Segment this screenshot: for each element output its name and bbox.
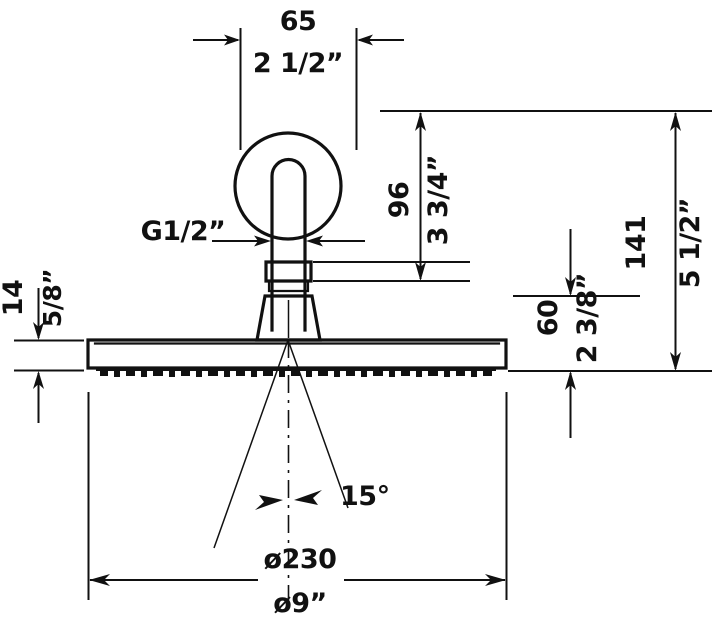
arrow-head-diameter-right: [485, 574, 506, 586]
dimension-head-diameter: ø230 ø9”: [87, 392, 508, 619]
dim-label-arm-drop-imperial: 3 3/4”: [423, 155, 454, 245]
spray-ray-left: [213, 339, 289, 549]
shower-arm-bend: [270, 157, 307, 332]
label-text-thread: G1/2”: [141, 216, 226, 247]
label-text-spray-angle: 15°: [340, 481, 390, 512]
arrow-head-angle-right: [294, 490, 322, 505]
dimension-wall-offset: 65 2 1/2”: [193, 6, 404, 150]
coupling-washer: [267, 279, 310, 293]
arrow-head-thread-right: [306, 235, 323, 247]
arrow-head-wall-left: [224, 34, 240, 46]
arrow-head-thickness-bottom: [33, 371, 44, 389]
arrow-head-angle-left: [255, 495, 283, 510]
dim-label-head-height-metric: 60: [533, 300, 564, 337]
spray-ray-right: [287, 339, 349, 509]
arrow-head-thickness-top: [33, 322, 44, 340]
dim-label-wall-offset-imperial: 2 1/2”: [253, 48, 343, 79]
spray-angle-indicator: 15°: [213, 339, 390, 600]
arrow-head-total-bottom: [670, 352, 681, 371]
dimension-head-height: 60 2 3/8”: [508, 229, 712, 438]
dim-label-diameter-imperial: ø9”: [273, 588, 327, 619]
dim-label-total-height-imperial: 5 1/2”: [675, 198, 706, 288]
label-thread-connection: G1/2”: [141, 216, 365, 247]
arrow-head-diameter-left: [89, 574, 110, 586]
arrow-head-arm-top: [415, 112, 426, 131]
dim-label-wall-offset-metric: 65: [280, 6, 317, 37]
arrow-head-head-top: [565, 277, 576, 296]
dim-label-head-height-imperial: 2 3/8”: [572, 273, 603, 363]
dim-label-total-height-metric: 141: [621, 216, 652, 271]
arrow-head-head-bottom: [565, 371, 576, 390]
dim-label-diameter-metric: ø230: [264, 544, 337, 575]
product-geometry: [86, 131, 508, 377]
wall-flange-circle: [233, 131, 343, 241]
dim-label-arm-drop-metric: 96: [384, 182, 415, 219]
arrow-head-total-top: [670, 112, 681, 131]
arrow-head-wall-right: [357, 34, 373, 46]
arrow-head-arm-bottom: [415, 262, 426, 281]
coupling-nut: [264, 260, 313, 283]
dim-label-thickness-imperial: 5/8”: [38, 269, 67, 327]
arrow-head-thread-left: [254, 235, 271, 247]
shower-head-disc: [86, 338, 508, 370]
dim-label-thickness-metric: 14: [0, 280, 29, 317]
dimension-total-height: 141 5 1/2”: [621, 112, 706, 371]
dimension-arm-drop: 96 3 3/4”: [313, 110, 712, 282]
nozzle-plate-texture: [96, 368, 496, 377]
dimension-head-thickness: 14 5/8”: [0, 269, 84, 423]
